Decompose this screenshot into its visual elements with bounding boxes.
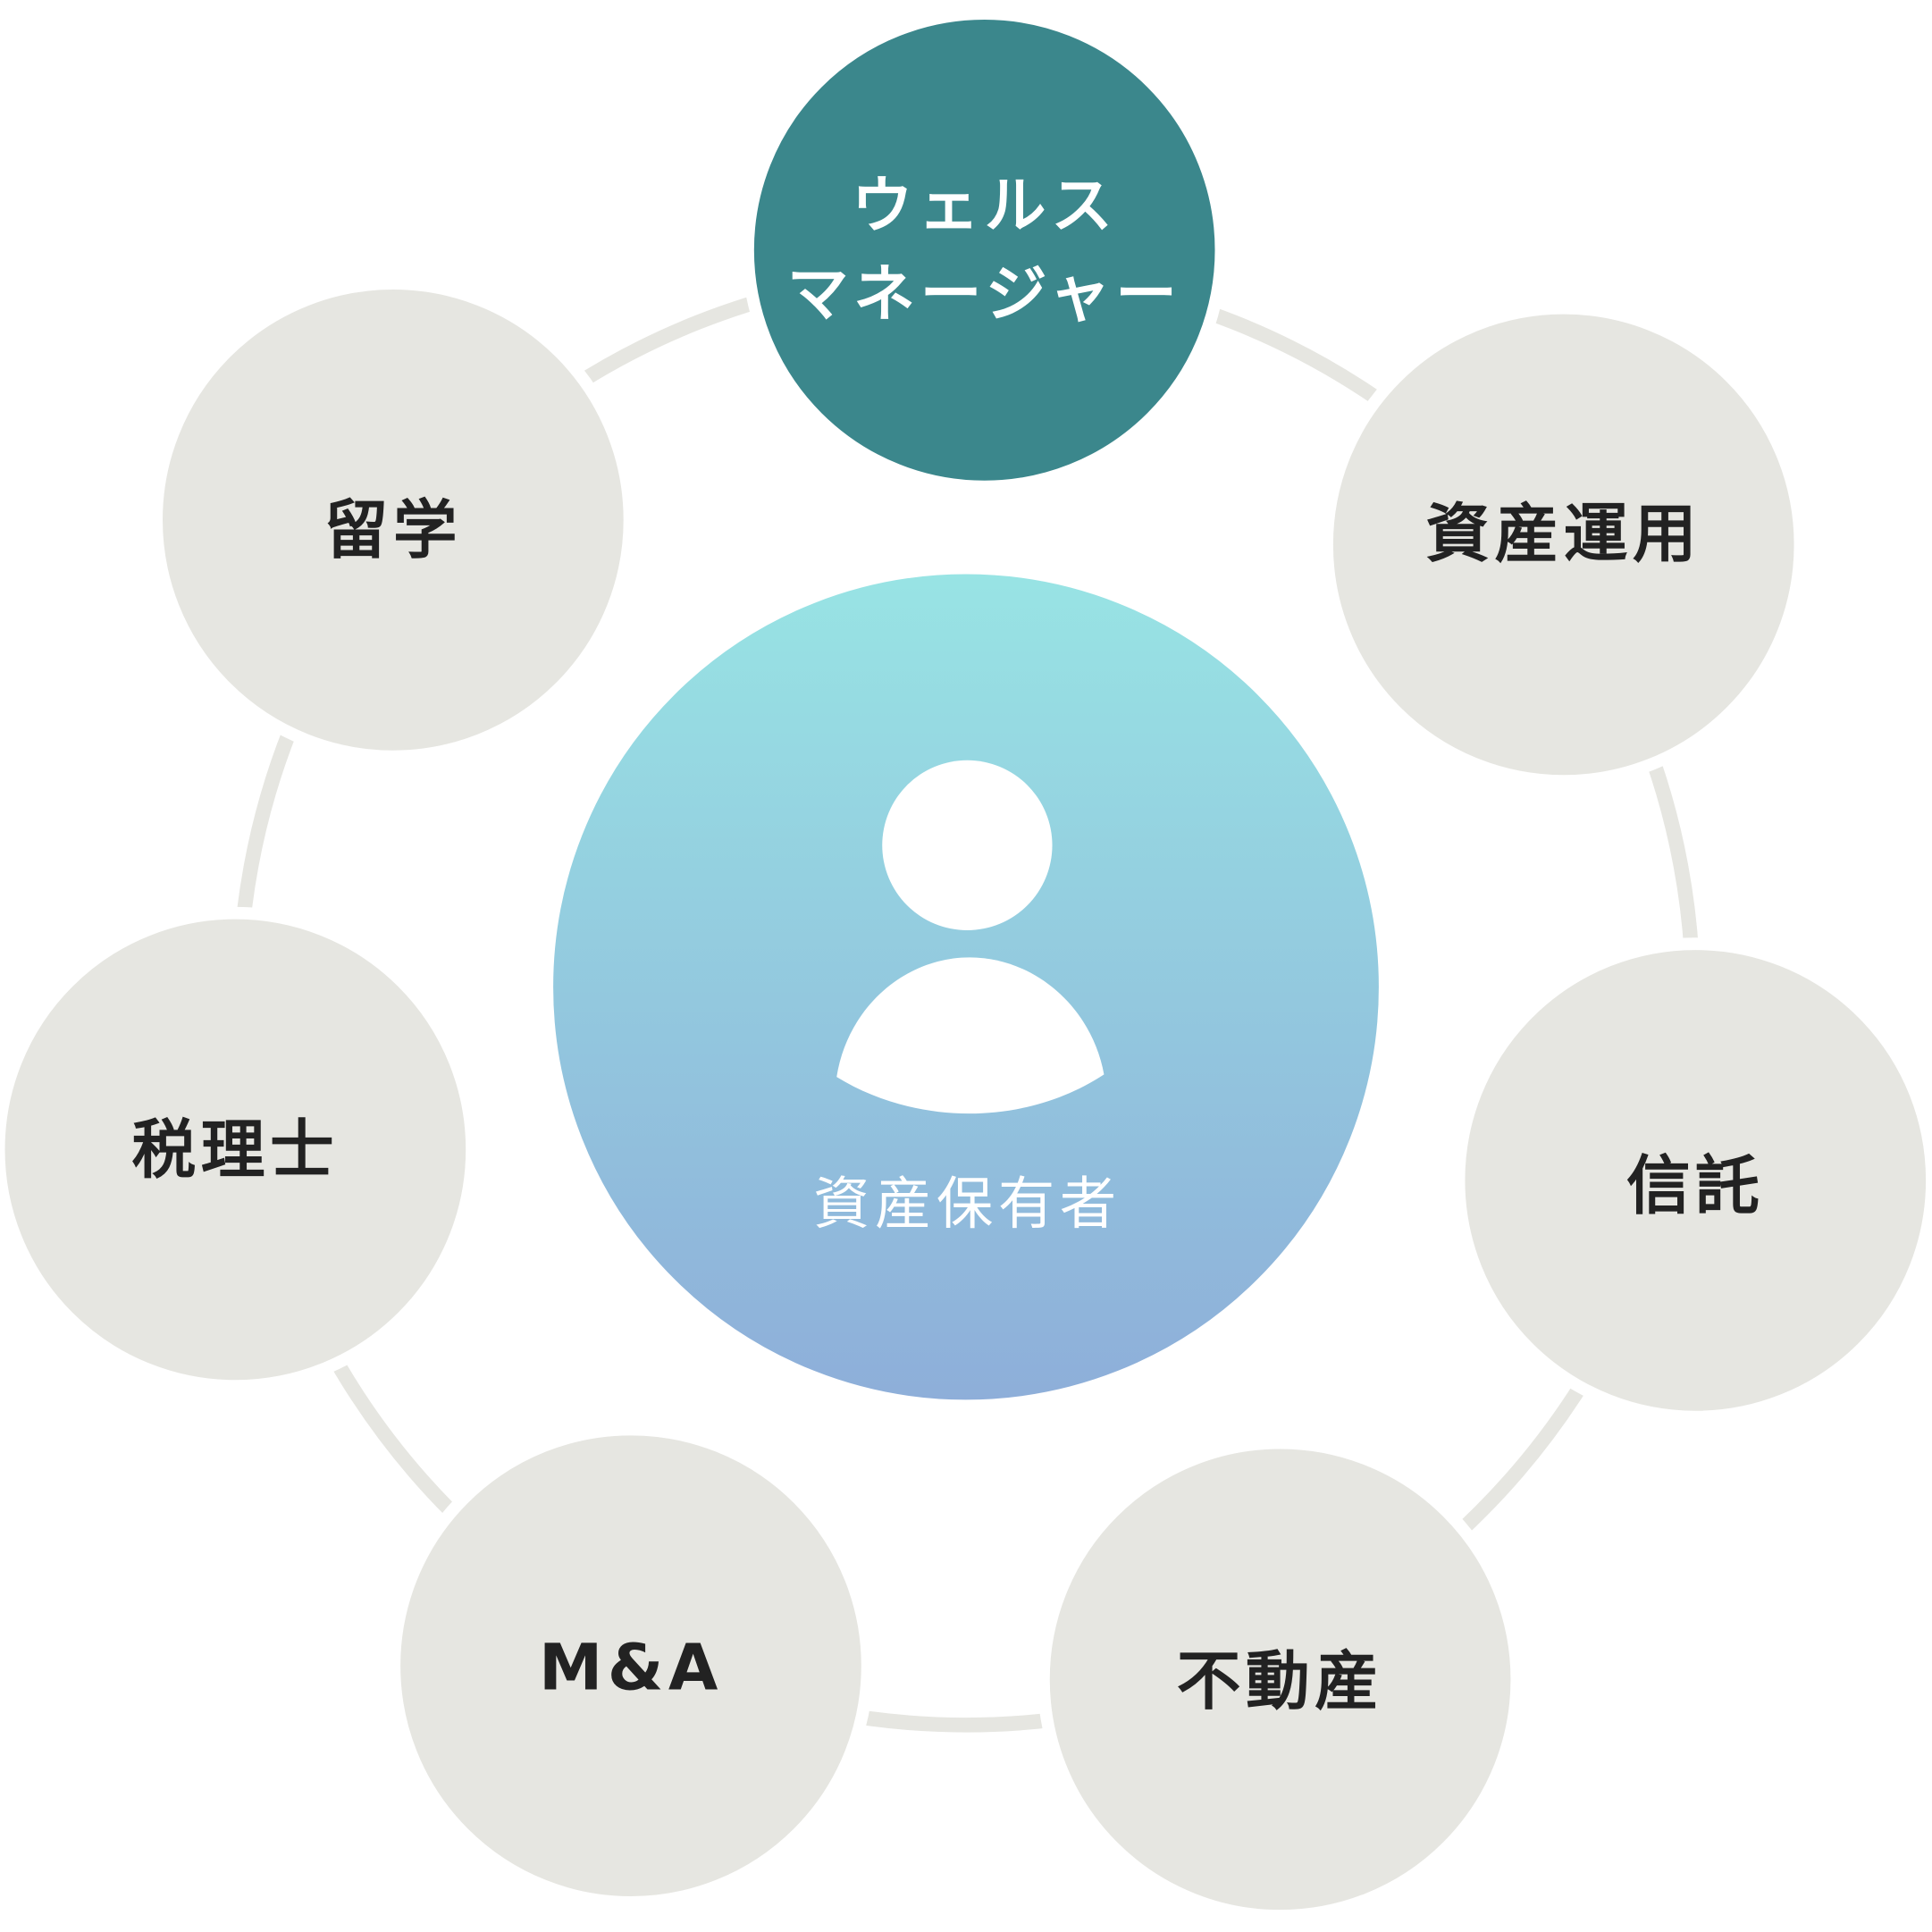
node-tax-accountant: 税理士 — [0, 906, 478, 1392]
node-label: 不動産 — [1177, 1643, 1384, 1718]
node-label: 資産運用 — [1425, 496, 1701, 571]
node-trust: 信託 — [1452, 937, 1932, 1424]
person-icon — [836, 760, 1105, 1114]
center-asset-holder: 資産保有者 — [543, 564, 1389, 1410]
node-label: 留学 — [324, 492, 462, 567]
node-wealth-manager: ウェルス マネージャー — [742, 7, 1228, 493]
node-label: M&A — [539, 1630, 723, 1705]
node-study-abroad: 留学 — [150, 277, 636, 763]
node-asset-management: 資産運用 — [1321, 301, 1807, 788]
node-m-and-a: M&A — [388, 1423, 874, 1909]
node-label: 税理士 — [132, 1112, 340, 1187]
center-label: 資産保有者 — [813, 1171, 1121, 1237]
node-label-line2: マネージャー — [787, 259, 1182, 331]
node-label: 信託 — [1626, 1147, 1764, 1222]
node-label-line1: ウェルス — [852, 170, 1118, 241]
node-real-estate: 不動産 — [1037, 1436, 1524, 1922]
